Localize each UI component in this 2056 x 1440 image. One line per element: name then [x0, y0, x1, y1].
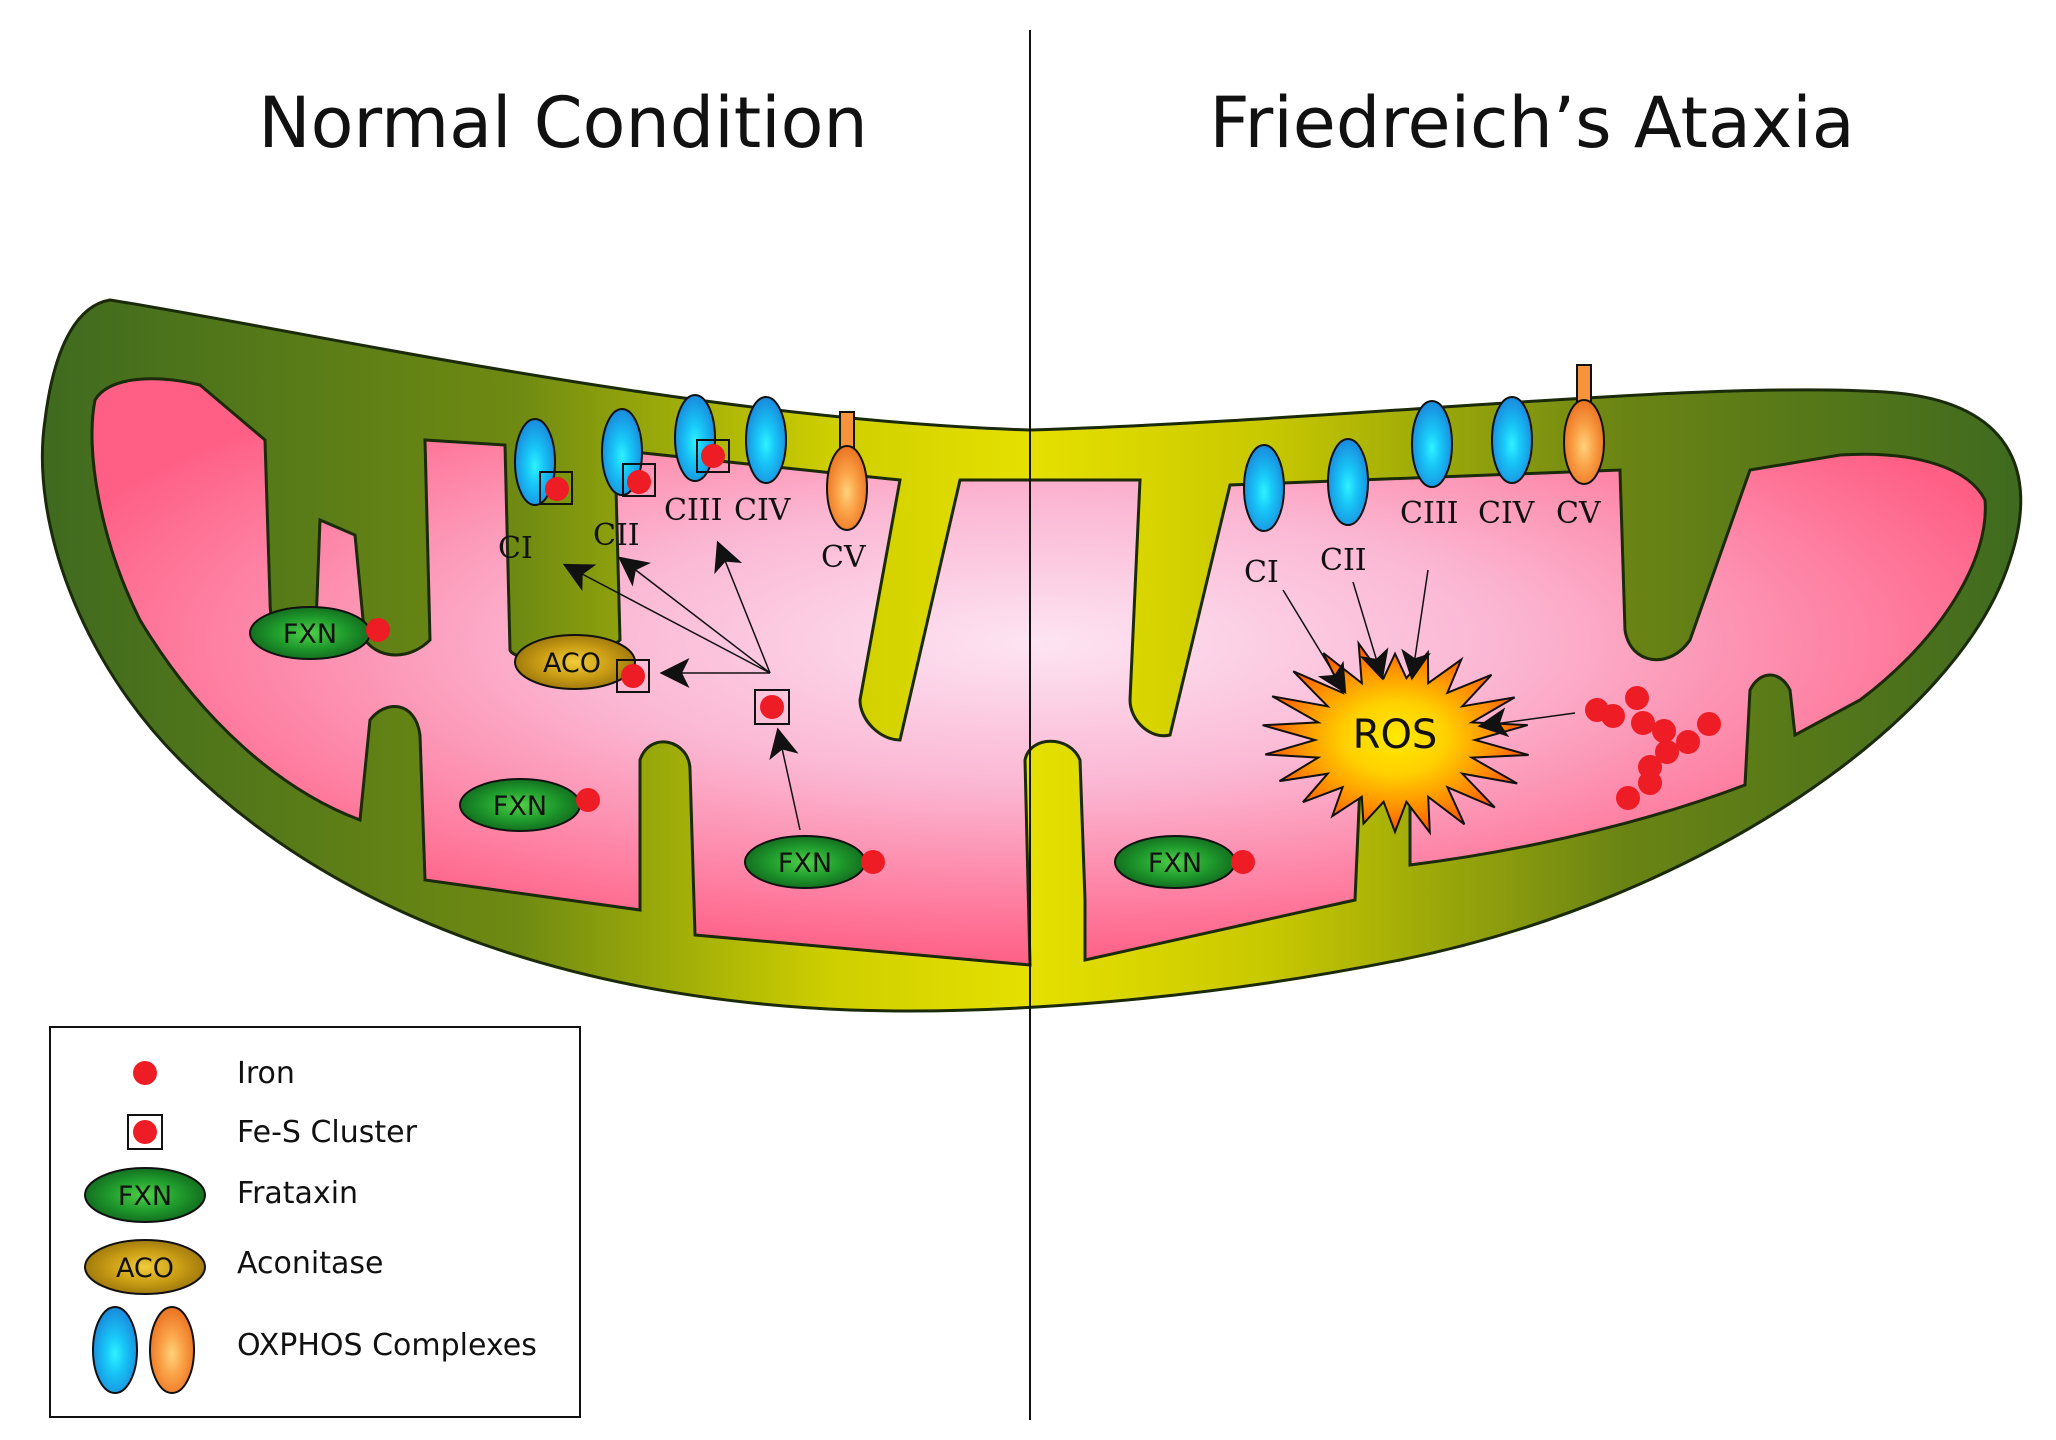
fes-cluster-ciii-left	[696, 439, 730, 473]
legend-frataxin-label: Frataxin	[237, 1176, 358, 1211]
frataxin-left-2: FXN	[459, 778, 600, 832]
aconitase-label: ACO	[543, 648, 601, 679]
complex-ciii-right	[1411, 400, 1453, 488]
label-ci-right: CI	[1244, 555, 1279, 590]
frataxin-right: FXN	[1114, 835, 1255, 889]
frataxin-label: FXN	[778, 848, 832, 879]
legend-fes-label: Fe-S Cluster	[237, 1115, 418, 1150]
legend-aconitase-label: Aconitase	[237, 1246, 383, 1281]
frataxin-label: FXN	[493, 791, 547, 822]
frataxin-label: FXN	[1148, 848, 1202, 879]
title-normal-condition: Normal Condition	[258, 82, 868, 164]
label-civ-left: CIV	[734, 493, 792, 528]
complex-cii-right	[1327, 438, 1369, 526]
complex-ci-right	[1243, 444, 1285, 532]
iron-accumulation	[1585, 686, 1721, 810]
fes-cluster-left-free	[754, 689, 790, 725]
frataxin-left-3: FXN	[744, 835, 885, 889]
frataxin-label: FXN	[283, 619, 337, 650]
complex-civ-right	[1491, 396, 1533, 484]
label-cv-right: CV	[1556, 496, 1602, 531]
legend-oxphos: OXPHOS Complexes	[92, 1306, 537, 1394]
legend-aco-glyph: ACO	[116, 1253, 174, 1284]
arrows-normal	[562, 540, 801, 831]
legend-fes: Fe-S Cluster	[127, 1114, 418, 1150]
legend-oxphos-label: OXPHOS Complexes	[237, 1328, 537, 1363]
legend-iron-label: Iron	[237, 1056, 295, 1091]
aconitase-left: ACO	[514, 634, 650, 693]
fes-cluster-cii-left	[622, 463, 656, 497]
complex-cv-right	[1563, 364, 1605, 485]
label-ciii-right: CIII	[1400, 496, 1459, 531]
complex-civ-left	[745, 396, 787, 484]
fes-cluster-ci-left	[539, 471, 573, 505]
arrows-ros	[1282, 569, 1576, 738]
complex-ciii-left	[674, 394, 716, 482]
label-cii-left: CII	[593, 518, 640, 553]
label-ci-left: CI	[498, 531, 533, 566]
legend-fxn-glyph: FXN	[118, 1181, 172, 1212]
label-cii-right: CII	[1320, 543, 1367, 578]
complex-ci-left	[514, 418, 556, 506]
complex-cv-left	[826, 411, 868, 531]
ros-label: ROS	[1353, 712, 1438, 758]
legend-aconitase: ACO Aconitase	[84, 1239, 383, 1295]
frataxin-left-1: FXN	[249, 606, 390, 660]
label-ciii-left: CIII	[664, 493, 723, 528]
legend-frataxin: FXN Frataxin	[84, 1167, 358, 1223]
label-cv-left: CV	[821, 540, 867, 575]
label-civ-right: CIV	[1478, 496, 1536, 531]
legend-iron: Iron	[133, 1056, 295, 1091]
legend: Iron Fe-S Cluster FXN Frataxin ACO Aconi…	[49, 1026, 581, 1418]
title-friedreichs-ataxia: Friedreich’s Ataxia	[1209, 82, 1854, 164]
